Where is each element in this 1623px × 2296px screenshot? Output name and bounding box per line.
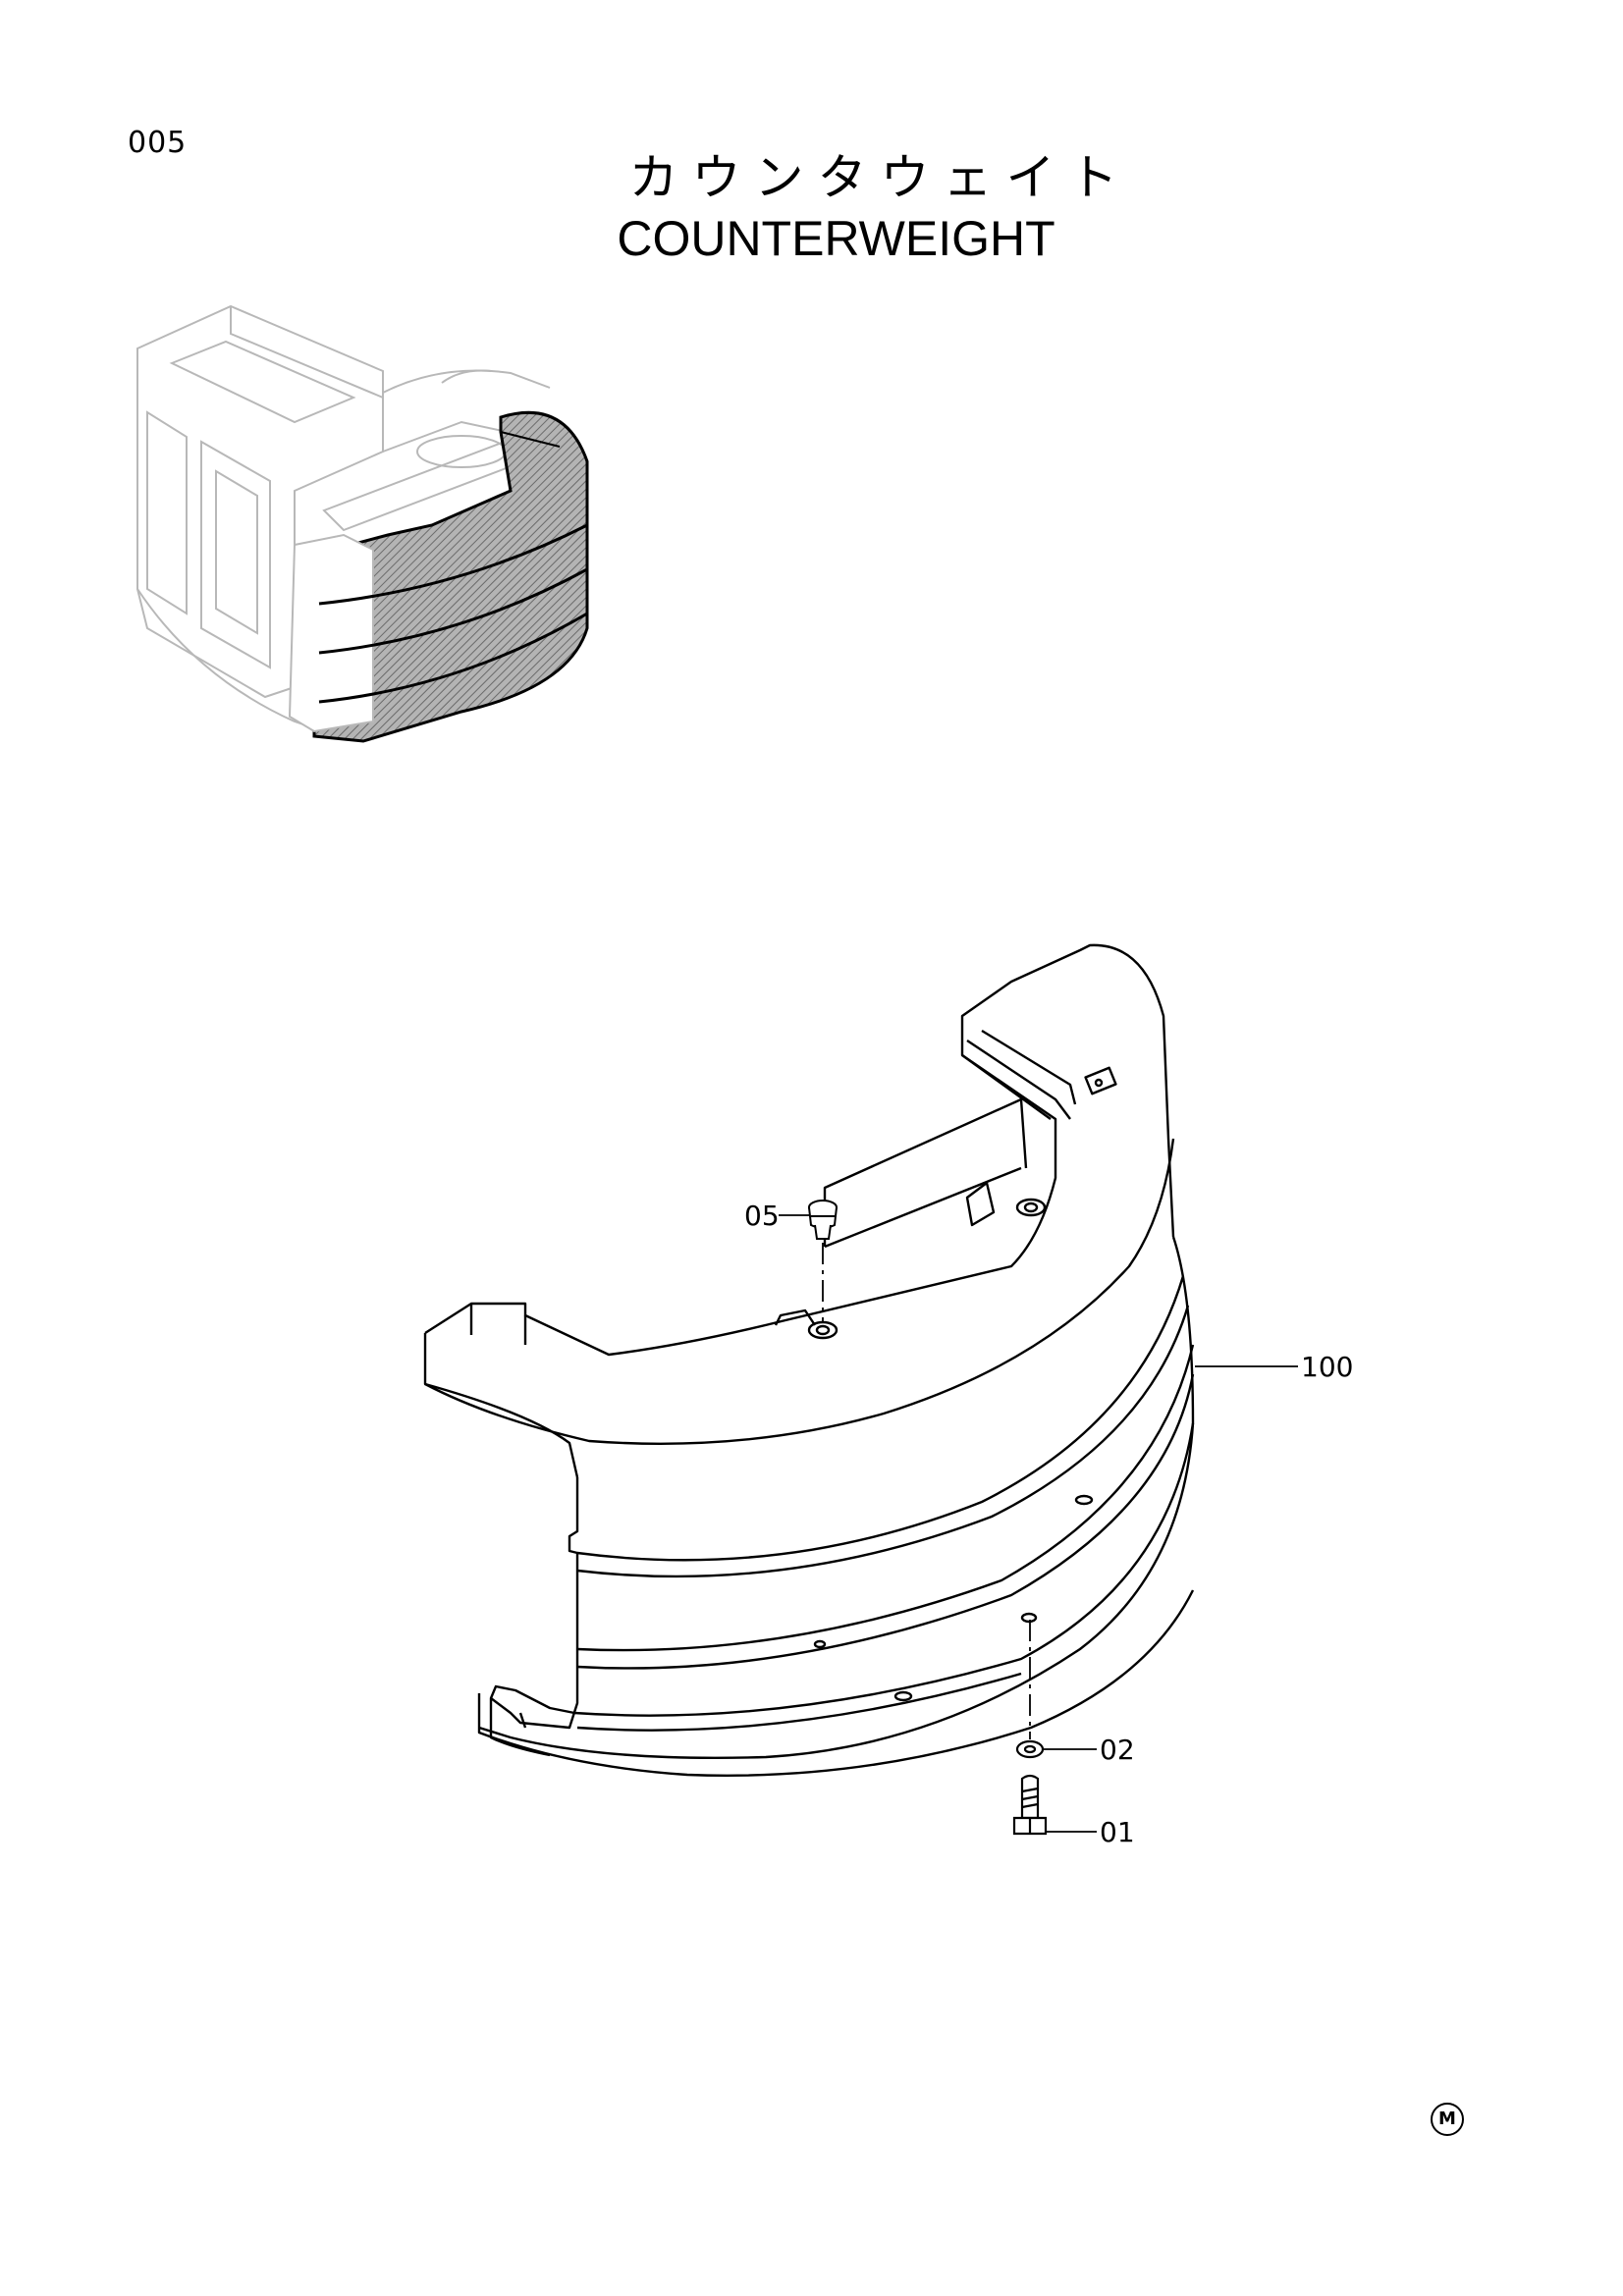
title-english: COUNTERWEIGHT	[617, 211, 1055, 266]
plug-05	[808, 1200, 838, 1240]
bolt-01	[1012, 1774, 1048, 1836]
overview-counterweight	[288, 410, 589, 743]
callout-100: 100	[1301, 1351, 1353, 1383]
leader-lines	[779, 1214, 1298, 1833]
page-title: カウンタウェイト COUNTERWEIGHT	[0, 147, 1623, 269]
counterweight-drawing	[423, 943, 1195, 1777]
callout-01: 01	[1100, 1816, 1135, 1848]
page-number: 005	[128, 126, 188, 160]
m-mark-icon: M	[1431, 2103, 1464, 2136]
washer-02	[1015, 1739, 1045, 1759]
center-lines	[822, 1243, 1031, 1739]
title-japanese: カウンタウェイト	[628, 149, 1132, 206]
callout-02: 02	[1100, 1734, 1135, 1766]
callout-05: 05	[744, 1200, 780, 1232]
overview-illustration	[136, 304, 552, 732]
